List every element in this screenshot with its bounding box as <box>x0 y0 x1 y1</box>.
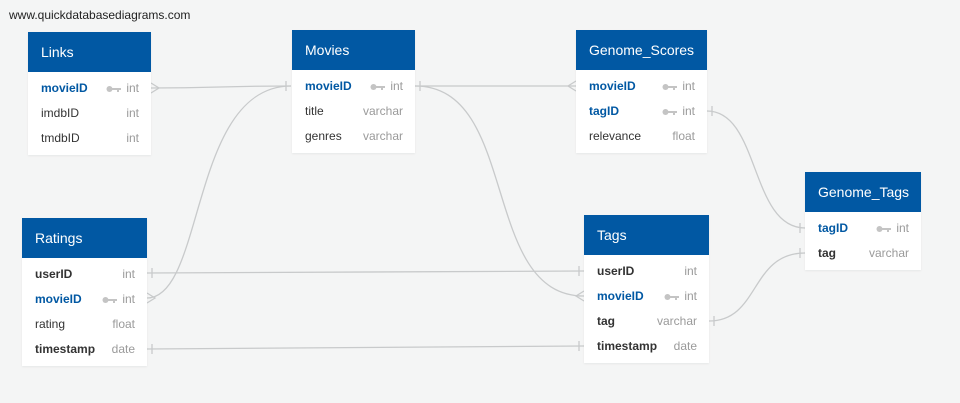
field-name: movieID <box>35 292 82 306</box>
field-row[interactable]: tag varchar <box>584 309 709 334</box>
field-type: int <box>126 81 139 95</box>
key-icon <box>662 108 678 115</box>
field-row[interactable]: tagID int <box>576 99 707 124</box>
field-type: int <box>122 292 135 306</box>
field-type: int <box>390 79 403 93</box>
link-ratings-tags-user <box>146 270 585 274</box>
crowfoot-ratings <box>146 292 157 304</box>
table-movies[interactable]: Movies movieID int title varchar genres … <box>292 30 415 153</box>
field-name: userID <box>35 267 73 281</box>
table-header[interactable]: Tags <box>584 215 709 255</box>
link-tags-genometags <box>708 252 806 322</box>
field-name: movieID <box>305 79 352 93</box>
field-row[interactable]: tag varchar <box>805 241 921 266</box>
field-type: float <box>672 129 695 143</box>
field-row[interactable]: movieID int <box>292 74 415 99</box>
field-row[interactable]: tagID int <box>805 216 921 241</box>
field-type: int <box>684 264 697 278</box>
field-row[interactable]: timestamp date <box>22 337 147 362</box>
table-links[interactable]: Links movieID int imdbID int tmdbID int <box>28 32 151 155</box>
field-type: int <box>122 267 135 281</box>
field-name: title <box>305 104 324 118</box>
field-row[interactable]: movieID int <box>584 284 709 309</box>
field-name: tag <box>597 314 615 328</box>
field-name: tagID <box>589 104 619 118</box>
field-type: int <box>684 289 697 303</box>
field-row[interactable]: userID int <box>22 262 147 287</box>
key-icon <box>102 296 118 303</box>
field-type: float <box>112 317 135 331</box>
field-name: tmdbID <box>41 131 80 145</box>
field-name: relevance <box>589 129 642 143</box>
table-header[interactable]: Movies <box>292 30 415 70</box>
table-header[interactable]: Genome_Scores <box>576 30 707 70</box>
field-name: movieID <box>589 79 636 93</box>
field-row[interactable]: title varchar <box>292 99 415 124</box>
field-type: int <box>126 106 139 120</box>
field-name: userID <box>597 264 635 278</box>
field-type: int <box>896 221 909 235</box>
field-row[interactable]: genres varchar <box>292 124 415 149</box>
crowfoot-genomescores <box>566 80 577 92</box>
crowfoot-tags-movie <box>574 290 585 302</box>
site-watermark: www.quickdatabasediagrams.com <box>9 8 191 22</box>
field-row[interactable]: movieID int <box>22 287 147 312</box>
table-genome-tags[interactable]: Genome_Tags tagID int tag varchar <box>805 172 921 270</box>
field-name: rating <box>35 317 66 331</box>
table-header[interactable]: Ratings <box>22 218 147 258</box>
crowfoot-links <box>150 82 161 94</box>
link-genomescores-genometags <box>706 110 806 229</box>
table-ratings[interactable]: Ratings userID int movieID int rating fl… <box>22 218 147 366</box>
key-icon <box>106 85 122 92</box>
key-icon <box>664 293 680 300</box>
table-tags[interactable]: Tags userID int movieID int tag varchar … <box>584 215 709 363</box>
link-links-movies <box>150 85 292 89</box>
field-row[interactable]: movieID int <box>576 74 707 99</box>
field-name: movieID <box>41 81 88 95</box>
link-ratings-tags-ts <box>146 345 585 350</box>
field-type: varchar <box>362 104 403 118</box>
key-icon <box>876 225 892 232</box>
field-name: tagID <box>818 221 848 235</box>
field-type: int <box>682 79 695 93</box>
field-name: timestamp <box>35 342 96 356</box>
field-name: movieID <box>597 289 644 303</box>
field-name: imdbID <box>41 106 80 120</box>
field-type: date <box>111 342 135 356</box>
field-type: varchar <box>362 129 403 143</box>
field-row[interactable]: tmdbID int <box>28 126 151 151</box>
field-type: varchar <box>868 246 909 260</box>
field-type: varchar <box>656 314 697 328</box>
link-movies-tags <box>414 85 585 297</box>
link-ratings-movies <box>146 85 292 299</box>
field-type: date <box>673 339 697 353</box>
table-header[interactable]: Links <box>28 32 151 72</box>
field-name: timestamp <box>597 339 658 353</box>
field-row[interactable]: rating float <box>22 312 147 337</box>
field-name: tag <box>818 246 836 260</box>
table-genome-scores[interactable]: Genome_Scores movieID int tagID int rele… <box>576 30 707 153</box>
key-icon <box>370 83 386 90</box>
field-row[interactable]: imdbID int <box>28 101 151 126</box>
field-row[interactable]: timestamp date <box>584 334 709 359</box>
field-row[interactable]: movieID int <box>28 76 151 101</box>
field-name: genres <box>305 129 342 143</box>
key-icon <box>662 83 678 90</box>
field-row[interactable]: relevance float <box>576 124 707 149</box>
field-type: int <box>682 104 695 118</box>
field-type: int <box>126 131 139 145</box>
table-header[interactable]: Genome_Tags <box>805 172 921 212</box>
field-row[interactable]: userID int <box>584 259 709 284</box>
